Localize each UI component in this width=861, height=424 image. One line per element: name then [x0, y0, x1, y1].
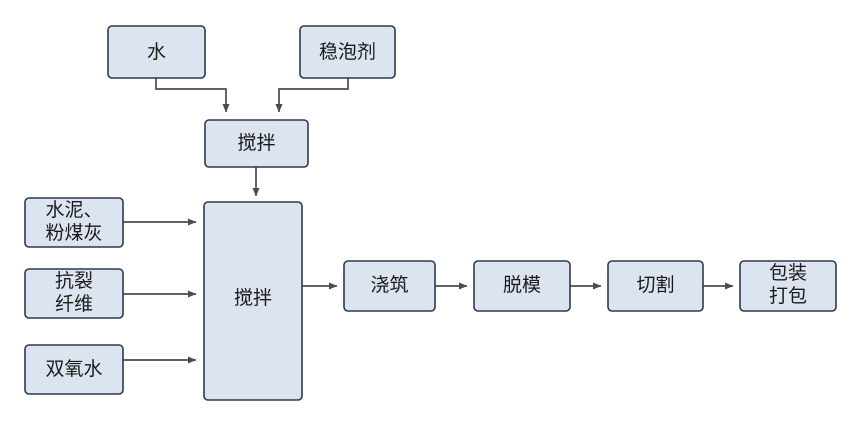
node-casting[interactable]: 浇筑 [343, 260, 436, 312]
node-anticrack-fiber-label-line1: 抗裂 [55, 270, 93, 292]
node-foam-stabilizer-label: 稳泡剂 [319, 41, 376, 63]
node-hydrogen-peroxide[interactable]: 双氧水 [24, 344, 124, 395]
node-demolding-label: 脱模 [503, 274, 541, 296]
node-anticrack-fiber[interactable]: 抗裂 纤维 [24, 268, 124, 319]
node-packaging-label-line2: 打包 [769, 285, 807, 307]
node-mix-main-label: 搅拌 [234, 287, 272, 309]
node-casting-box[interactable] [343, 260, 436, 312]
node-mix-top-box[interactable] [204, 119, 309, 168]
edge-foam-stabilizer-to-mix-top [275, 78, 349, 113]
node-water[interactable]: 水 [107, 25, 206, 79]
node-mix-main[interactable]: 搅拌 [203, 201, 303, 401]
node-mix-top-label: 搅拌 [237, 132, 275, 154]
edge-water-to-mix-top [155, 78, 230, 113]
node-hydrogen-peroxide-box[interactable] [24, 344, 124, 395]
node-anticrack-fiber-label-line2: 纤维 [55, 293, 93, 315]
node-cement-flyash[interactable]: 水泥、 粉煤灰 [24, 197, 124, 248]
node-packaging-label-line1: 包装 [769, 262, 807, 284]
node-packaging-box[interactable] [739, 260, 837, 312]
node-demolding-box[interactable] [473, 260, 571, 312]
node-cement-flyash-box[interactable] [24, 197, 124, 248]
node-water-label: 水 [147, 41, 166, 63]
node-cutting-box[interactable] [607, 260, 704, 312]
node-water-box[interactable] [107, 25, 206, 79]
node-mix-top[interactable]: 搅拌 [204, 119, 309, 168]
node-cement-flyash-label-line1: 水泥、 [45, 199, 102, 221]
node-demolding[interactable]: 脱模 [473, 260, 571, 312]
node-casting-label: 浇筑 [370, 274, 408, 296]
node-anticrack-fiber-box[interactable] [24, 268, 124, 319]
node-packaging[interactable]: 包装 打包 [739, 260, 837, 312]
node-cutting[interactable]: 切割 [607, 260, 704, 312]
node-mix-main-box[interactable] [203, 201, 303, 401]
connectors [123, 78, 734, 364]
node-cement-flyash-label-line2: 粉煤灰 [45, 222, 102, 244]
node-hydrogen-peroxide-label: 双氧水 [45, 358, 102, 380]
node-foam-stabilizer[interactable]: 稳泡剂 [299, 25, 396, 79]
node-cutting-label: 切割 [636, 274, 674, 296]
node-foam-stabilizer-box[interactable] [299, 25, 396, 79]
